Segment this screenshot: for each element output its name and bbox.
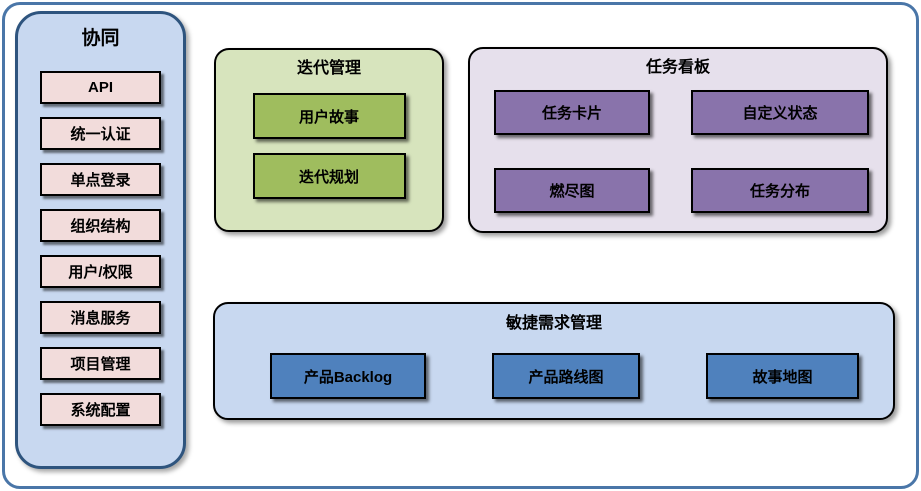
feature-story-map: 故事地图 [706, 353, 859, 399]
feature-task-distribution: 任务分布 [691, 168, 869, 213]
feature-product-backlog: 产品Backlog [270, 353, 426, 399]
collaboration-panel-title: 协同 [81, 28, 120, 49]
feature-custom-status: 自定义状态 [691, 90, 869, 135]
group-iteration-title: 迭代管理 [296, 60, 361, 77]
task-board-grid: 任务卡片 自定义状态 燃尽图 任务分布 [470, 78, 886, 213]
sidebar-item-message-service: 消息服务 [40, 301, 161, 334]
sidebar-item-sso: 单点登录 [40, 163, 161, 196]
group-agile-title: 敏捷需求管理 [505, 315, 602, 332]
feature-burndown-chart: 燃尽图 [494, 168, 650, 213]
sidebar-item-unified-auth: 统一认证 [40, 117, 161, 150]
collaboration-panel: 协同 API 统一认证 单点登录 组织结构 用户/权限 消息服务 项目管理 系统… [15, 11, 186, 469]
group-iteration-management: 迭代管理 用户故事 迭代规划 [214, 48, 444, 232]
feature-product-roadmap: 产品路线图 [492, 353, 640, 399]
group-task-board: 任务看板 任务卡片 自定义状态 燃尽图 任务分布 [468, 47, 888, 233]
sidebar-item-org-structure: 组织结构 [40, 209, 161, 242]
group-agile-requirement-management: 敏捷需求管理 产品Backlog 产品路线图 故事地图 [213, 302, 895, 420]
sidebar-item-system-config: 系统配置 [40, 393, 161, 426]
sidebar-item-project-management: 项目管理 [40, 347, 161, 380]
group-task-board-title: 任务看板 [645, 59, 710, 76]
feature-task-card: 任务卡片 [494, 90, 650, 135]
feature-iteration-planning: 迭代规划 [252, 153, 406, 199]
feature-user-story: 用户故事 [252, 93, 406, 139]
sidebar-item-api: API [40, 71, 161, 104]
collaboration-item-list: API 统一认证 单点登录 组织结构 用户/权限 消息服务 项目管理 系统配置 [18, 71, 183, 426]
agile-feature-row: 产品Backlog 产品路线图 故事地图 [215, 334, 893, 399]
sidebar-item-user-permission: 用户/权限 [40, 255, 161, 288]
